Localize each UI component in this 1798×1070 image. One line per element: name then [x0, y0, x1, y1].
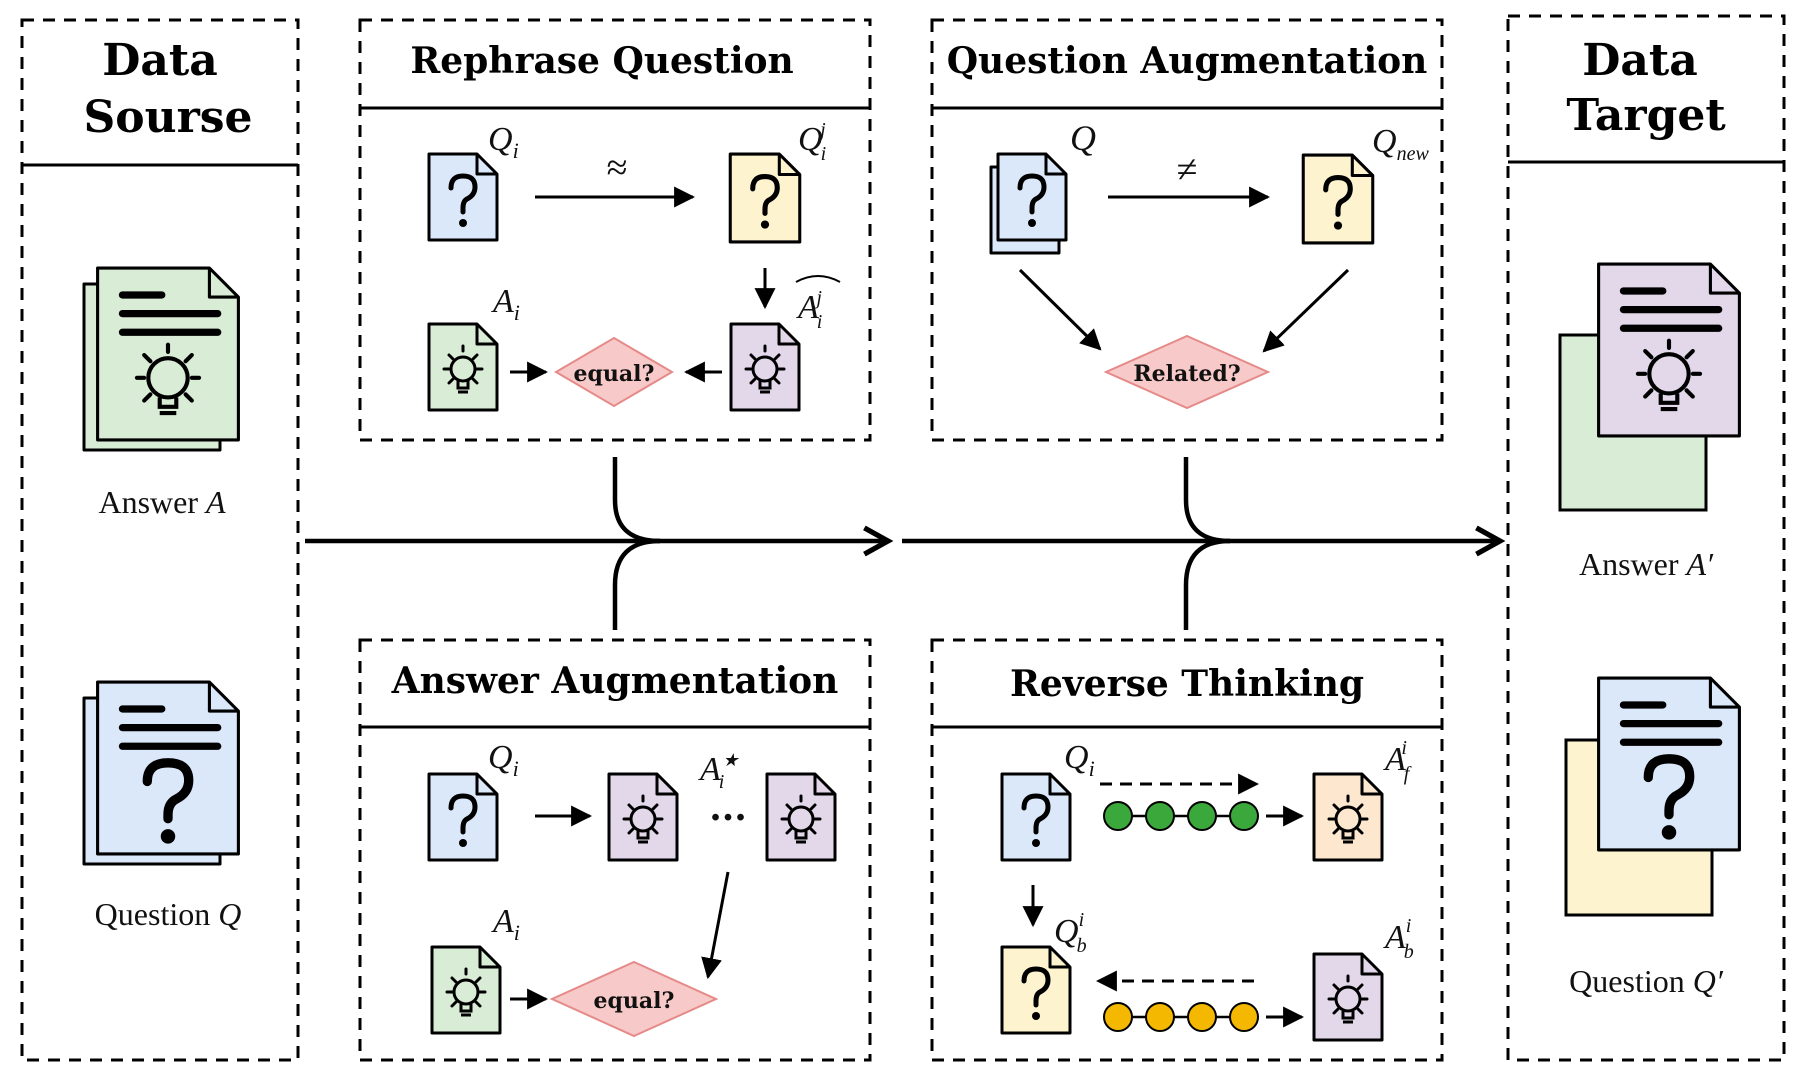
equal-decision-diamond	[554, 336, 674, 408]
question-doc-icon	[429, 774, 497, 860]
reasoning-step-node	[1229, 1002, 1259, 1032]
hat-accent	[795, 275, 841, 283]
merge-curve-question-aug	[1183, 457, 1231, 544]
reverse-qi-label: Qi	[1064, 739, 1095, 781]
reasoning-step-node	[1103, 801, 1133, 831]
source-answer-stack-icon	[84, 268, 238, 450]
not-equal-symbol: ≠	[1177, 149, 1198, 191]
answer-doc-icon	[427, 322, 499, 412]
rephrase-title: Rephrase Question	[410, 40, 793, 82]
target-answer-label: Answer A′	[1579, 546, 1714, 582]
answer-augmentation-panel: Answer Augmentation Qi Ai★ ··· Ai equal?	[358, 638, 872, 1062]
related-decision-diamond	[1103, 334, 1271, 410]
merge-curve-reverse	[1183, 538, 1231, 630]
approx-symbol: ≈	[607, 147, 628, 189]
target-answer-stack-icon	[1558, 264, 1739, 512]
data-target-panel: Data Target Answer A′ Question Q′	[1506, 14, 1786, 1062]
source-title-line2: Sourse	[83, 92, 252, 143]
equal-decision-diamond	[549, 960, 719, 1038]
merge-curve-answer-aug	[612, 538, 661, 630]
source-question-stack-icon	[84, 682, 238, 864]
rephrase-ahat-label: Aij	[796, 287, 822, 333]
question-doc-icon	[1002, 774, 1070, 860]
qaug-arrow-to-related-right	[1262, 268, 1350, 353]
backward-question-doc-icon	[1002, 947, 1070, 1033]
reverse-af-label: Afi	[1383, 737, 1412, 785]
main-flow	[305, 457, 1500, 630]
new-question-doc-icon	[1303, 155, 1373, 243]
reasoning-step-node	[1187, 801, 1217, 831]
answer-doc-icon	[1312, 952, 1384, 1042]
aaug-equal-label: equal?	[594, 988, 675, 1014]
question-doc-icon	[998, 154, 1066, 240]
reverse-title: Reverse Thinking	[1010, 663, 1364, 705]
qaug-arrow-to-related-left	[1018, 268, 1102, 351]
rephrase-a-label: Ai	[491, 283, 520, 325]
answer-doc-icon	[765, 772, 837, 862]
data-source-panel: Data Sourse Answer A Question Q	[20, 18, 300, 1062]
question-augmentation-panel: Question Augmentation Q ≠ Qnew Related?	[930, 18, 1444, 442]
qaug-q-label: Q	[1070, 118, 1096, 158]
rephrase-equal-label: equal?	[574, 361, 655, 387]
target-title-line2: Target	[1566, 90, 1726, 141]
rephrase-qj-label: Qij	[798, 119, 826, 165]
rephrased-question-doc-icon	[730, 154, 800, 242]
aaug-q-label: Qi	[488, 739, 519, 781]
aaug-a-label: Ai	[491, 903, 520, 945]
reverse-qb-label: Qbi	[1054, 909, 1087, 957]
reverse-thinking-panel: Reverse Thinking Qi Afi Qbi Abi	[930, 638, 1444, 1062]
reasoning-step-node	[1229, 801, 1259, 831]
answer-doc-icon	[729, 322, 801, 412]
reasoning-step-node	[1187, 1002, 1217, 1032]
merge-curve-rephrase	[612, 457, 661, 544]
target-question-stack-icon	[1564, 678, 1739, 917]
target-title-line1: Data	[1582, 35, 1698, 86]
aaug-title: Answer Augmentation	[391, 660, 839, 702]
related-label: Related?	[1133, 361, 1240, 387]
answer-doc-icon	[430, 945, 502, 1035]
backward-reasoning-chain	[1103, 1002, 1259, 1032]
reverse-ab-label: Abi	[1383, 915, 1414, 963]
reasoning-step-node	[1145, 1002, 1175, 1032]
rephrase-q-label: Qi	[488, 121, 519, 163]
forward-reasoning-chain	[1103, 801, 1259, 831]
source-title-line1: Data	[102, 35, 218, 86]
source-answer-label: Answer A	[98, 484, 226, 520]
answer-doc-icon	[1312, 772, 1384, 862]
aaug-astar-label: Ai★	[698, 750, 739, 793]
aaug-compare-arrow	[701, 871, 730, 980]
answer-doc-icon	[607, 772, 679, 862]
source-question-label: Question Q	[95, 896, 242, 932]
reasoning-step-node	[1145, 801, 1175, 831]
ellipsis: ···	[709, 797, 747, 839]
target-question-label: Question Q′	[1569, 963, 1724, 999]
qaug-qnew-label: Qnew	[1372, 123, 1429, 165]
reasoning-step-node	[1103, 1002, 1133, 1032]
rephrase-question-panel: Rephrase Question Qi ≈ Qij Ai equal? Aij	[358, 18, 872, 442]
question-doc-icon	[429, 154, 497, 240]
qaug-title: Question Augmentation	[947, 40, 1428, 82]
